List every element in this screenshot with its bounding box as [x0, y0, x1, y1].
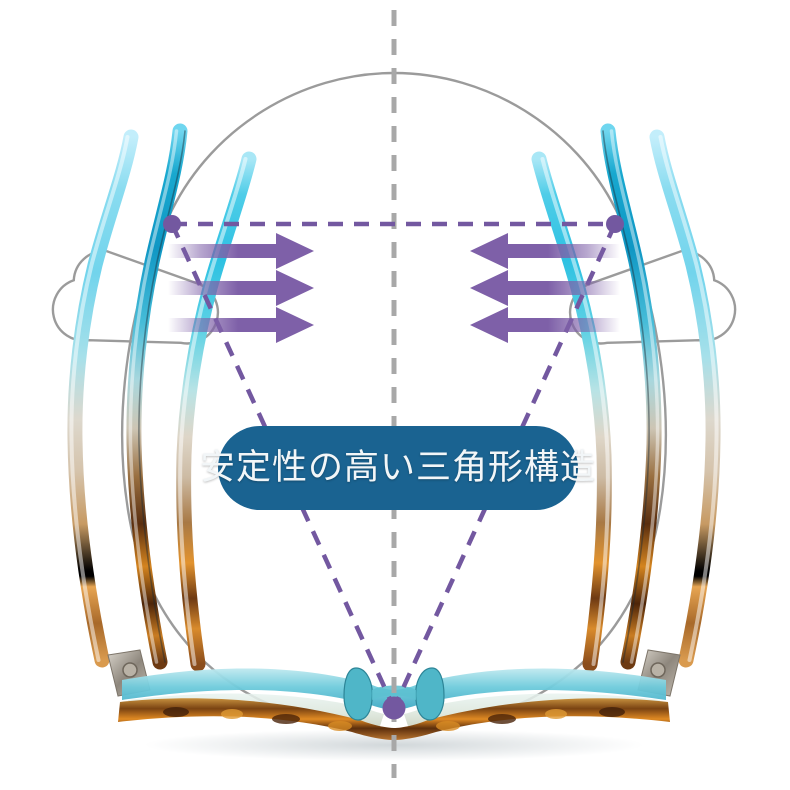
- inward-force-arrow-right-2: [470, 270, 620, 306]
- temple-arm-right-inner: [531, 151, 612, 672]
- frame-bottom-rim: [118, 698, 670, 740]
- callout-badge: 安定性の高い三角形構造: [200, 426, 595, 510]
- temple-arm-right-middle: [600, 123, 662, 670]
- temple-arm-left-outer: [67, 129, 139, 668]
- triangle-vertex-bridge: [382, 696, 406, 720]
- left-temple-arms: [67, 123, 257, 672]
- inward-force-arrow-left-2: [168, 270, 314, 306]
- inward-force-arrow-left-3: [168, 307, 314, 343]
- callout-pill-background: 安定性の高い三角形構造: [200, 426, 595, 510]
- frame-tortoise-speckles: [163, 707, 625, 731]
- hinge-screw-right: [650, 662, 666, 678]
- left-force-arrows: [168, 233, 314, 343]
- frame-top-rim: [122, 668, 666, 710]
- eyeglasses-frame: [107, 649, 681, 761]
- inward-force-arrow-right-3: [470, 307, 620, 343]
- temple-arm-left-middle: [126, 123, 188, 670]
- inward-force-arrow-left-1: [168, 233, 314, 269]
- right-temple-arms: [531, 123, 721, 672]
- nose-pad-right: [415, 667, 445, 721]
- temple-arm-left-inner: [176, 151, 257, 672]
- inward-force-arrow-right-1: [470, 233, 620, 269]
- triangle-vertex-right: [606, 215, 624, 233]
- nose-pad-left: [343, 667, 373, 721]
- right-force-arrows: [470, 233, 620, 343]
- temple-arm-right-outer: [649, 129, 721, 668]
- hinge-screw-left: [122, 662, 138, 678]
- triangle-vertex-left: [163, 215, 181, 233]
- callout-label: 安定性の高い三角形構造: [200, 447, 597, 488]
